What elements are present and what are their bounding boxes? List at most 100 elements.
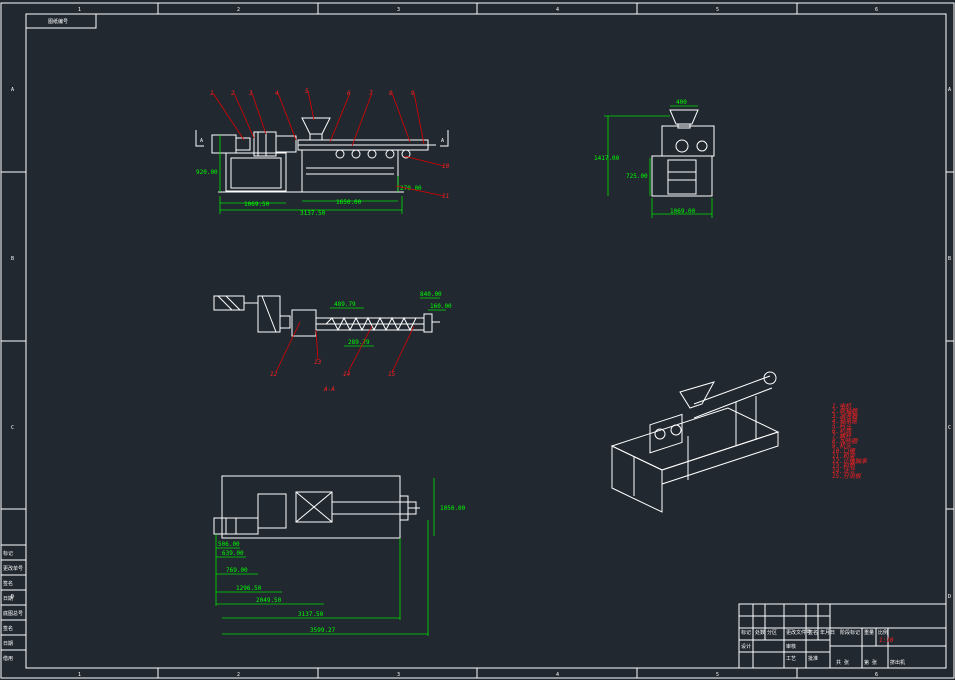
- svg-text:1650.00: 1650.00: [336, 199, 362, 206]
- svg-text:1: 1: [78, 7, 81, 13]
- svg-text:阶段标记: 阶段标记: [840, 629, 860, 636]
- svg-text:8.加热圈: 8.加热圈: [832, 437, 858, 445]
- svg-text:14.法兰: 14.法兰: [832, 467, 856, 475]
- svg-text:标记: 标记: [741, 629, 751, 636]
- svg-text:1: 1: [78, 672, 81, 678]
- front-view-balloons: 1 2 3 4 5 6 7 8 9 10 11: [210, 88, 450, 200]
- svg-text:9: 9: [411, 90, 415, 97]
- svg-text:15.分流板: 15.分流板: [832, 472, 862, 480]
- svg-text:挤出机: 挤出机: [890, 659, 905, 666]
- svg-text:B: B: [948, 256, 951, 262]
- svg-text:2: 2: [237, 7, 240, 13]
- isometric-view: [610, 371, 780, 513]
- svg-text:1050.00: 1050.00: [440, 505, 466, 512]
- svg-text:第 张: 第 张: [864, 659, 877, 666]
- drawing-number-text: 图纸编号: [48, 18, 68, 25]
- svg-text:批准: 批准: [808, 655, 818, 662]
- svg-text:底图总号: 底图总号: [3, 610, 23, 617]
- svg-text:725.00: 725.00: [626, 173, 648, 180]
- svg-text:日期: 日期: [3, 641, 13, 647]
- svg-text:506.00: 506.00: [218, 541, 240, 548]
- svg-text:B: B: [11, 256, 14, 262]
- svg-text:840.00: 840.00: [420, 291, 442, 298]
- svg-text:借用: 借用: [3, 655, 13, 662]
- svg-text:工艺: 工艺: [786, 656, 796, 662]
- svg-text:签名: 签名: [3, 580, 13, 587]
- title-block: 标记 处数 分区 更改文件号 签名 年月日 设计 审核 工艺 批准 阶段标记 重…: [738, 603, 947, 669]
- svg-text:设计: 设计: [741, 643, 751, 650]
- svg-text:6: 6: [875, 672, 878, 678]
- svg-text:7: 7: [369, 90, 373, 97]
- svg-text:400: 400: [676, 99, 687, 106]
- side-view: [651, 109, 715, 197]
- svg-text:9.机头: 9.机头: [832, 442, 852, 450]
- svg-text:5: 5: [305, 88, 309, 95]
- svg-text:15: 15: [388, 371, 396, 378]
- svg-text:签名: 签名: [3, 625, 13, 632]
- svg-text:489.79: 489.79: [334, 301, 356, 308]
- drawing-number-box: [25, 13, 97, 29]
- svg-text:处数: 处数: [755, 629, 765, 636]
- svg-text:12: 12: [270, 371, 278, 378]
- svg-text:5: 5: [716, 7, 719, 13]
- svg-text:C: C: [11, 425, 14, 431]
- side-view-dimensions: 400 1417.00 725.00 1069.00: [594, 99, 713, 218]
- svg-text:审核: 审核: [786, 643, 796, 650]
- svg-text:共 张: 共 张: [836, 659, 849, 666]
- svg-text:更改文件号: 更改文件号: [786, 629, 811, 636]
- svg-text:3: 3: [248, 90, 253, 97]
- svg-text:11.机架: 11.机架: [832, 452, 856, 460]
- section-view-dimensions: 489.79 840.00 160.00 289.79: [330, 291, 452, 347]
- svg-text:6: 6: [347, 90, 351, 97]
- inner-border: [25, 13, 947, 669]
- svg-text:7.螺杆: 7.螺杆: [832, 432, 852, 440]
- svg-text:3: 3: [397, 672, 400, 678]
- parts-list: 1.电机 2.联轴器 3.减速器 4.轴承座 5.料斗 6.机筒 7.螺杆 8.…: [831, 402, 868, 480]
- column-labels-bottom: 1 2 3 4 5 6: [78, 672, 878, 678]
- svg-text:3: 3: [397, 7, 400, 13]
- svg-text:10.口模: 10.口模: [832, 447, 856, 455]
- svg-text:D: D: [948, 594, 951, 600]
- section-view-balloons: 12 13 14 15: [270, 321, 415, 378]
- svg-text:10: 10: [442, 163, 450, 170]
- svg-text:标记: 标记: [3, 550, 13, 557]
- svg-text:3599.27: 3599.27: [310, 627, 336, 634]
- top-view: [213, 475, 420, 539]
- svg-text:1: 1: [210, 90, 214, 97]
- left-side-strip: 标记 更改单号 签名 日期 底图总号 签名 日期 借用: [1, 544, 26, 662]
- svg-text:270.00: 270.00: [400, 185, 422, 192]
- section-title: A-A: [323, 386, 335, 393]
- svg-text:6.机筒: 6.机筒: [832, 427, 852, 435]
- front-view: A A: [195, 117, 449, 193]
- svg-text:5: 5: [716, 672, 719, 678]
- svg-text:4: 4: [556, 672, 559, 678]
- svg-text:4.轴承座: 4.轴承座: [832, 417, 858, 425]
- svg-text:5.料斗: 5.料斗: [832, 422, 852, 430]
- svg-text:A: A: [200, 138, 203, 144]
- svg-text:签名: 签名: [808, 629, 818, 636]
- svg-text:1.电机: 1.电机: [832, 402, 852, 410]
- svg-text:年月日: 年月日: [820, 629, 835, 636]
- svg-text:分区: 分区: [767, 629, 777, 636]
- svg-text:289.79: 289.79: [348, 339, 370, 346]
- svg-text:4: 4: [275, 90, 279, 97]
- svg-text:4: 4: [556, 7, 559, 13]
- svg-text:6: 6: [875, 7, 878, 13]
- svg-text:12.止推轴承: 12.止推轴承: [832, 457, 868, 465]
- svg-text:920.00: 920.00: [196, 169, 218, 176]
- svg-text:3137.50: 3137.50: [298, 611, 324, 618]
- svg-text:1069.50: 1069.50: [244, 201, 270, 208]
- svg-text:比例: 比例: [878, 629, 888, 636]
- svg-text:11: 11: [442, 193, 449, 200]
- svg-text:A: A: [441, 138, 444, 144]
- svg-text:2: 2: [231, 90, 235, 97]
- svg-text:1417.00: 1417.00: [594, 155, 620, 162]
- svg-text:769.00: 769.00: [226, 567, 248, 574]
- section-view: [213, 295, 440, 337]
- svg-text:160.00: 160.00: [430, 303, 452, 310]
- svg-text:更改单号: 更改单号: [3, 565, 23, 572]
- svg-text:1:10: 1:10: [879, 637, 894, 644]
- svg-text:3137.50: 3137.50: [300, 210, 326, 217]
- svg-text:14: 14: [343, 371, 351, 378]
